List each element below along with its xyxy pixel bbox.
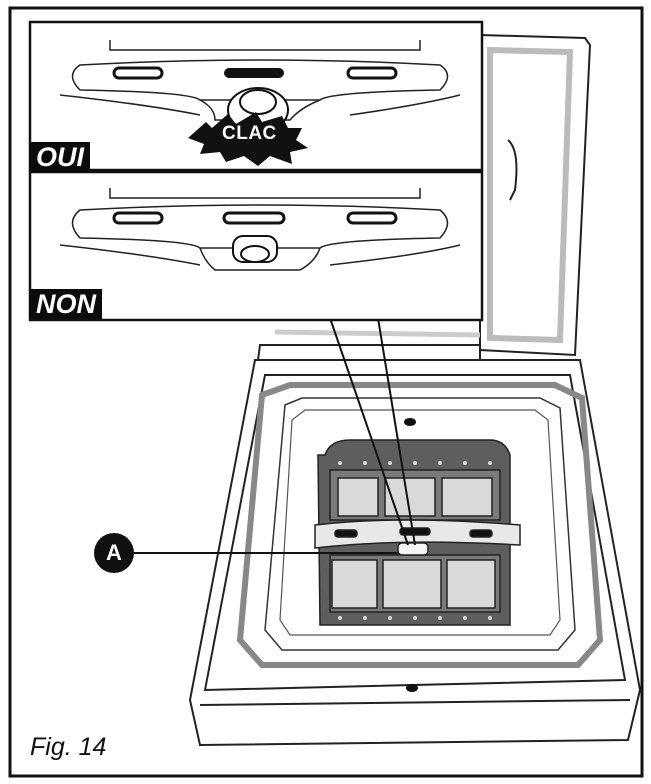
panel-label-non: NON xyxy=(30,289,102,319)
top-opening xyxy=(236,382,604,668)
callout-a-marker: A xyxy=(94,533,134,573)
outer-frame xyxy=(8,6,644,778)
inset-panel-oui xyxy=(28,20,484,172)
clac-burst xyxy=(188,112,308,166)
door-latch-hole xyxy=(406,684,418,692)
zoom-leader-lines xyxy=(329,317,416,546)
clac-sound-word: CLAC xyxy=(222,123,277,144)
inset-panel-non xyxy=(28,170,484,322)
figure-caption: Fig. 14 xyxy=(30,733,107,761)
drum xyxy=(314,439,521,626)
panel-label-oui: OUI xyxy=(30,142,91,172)
